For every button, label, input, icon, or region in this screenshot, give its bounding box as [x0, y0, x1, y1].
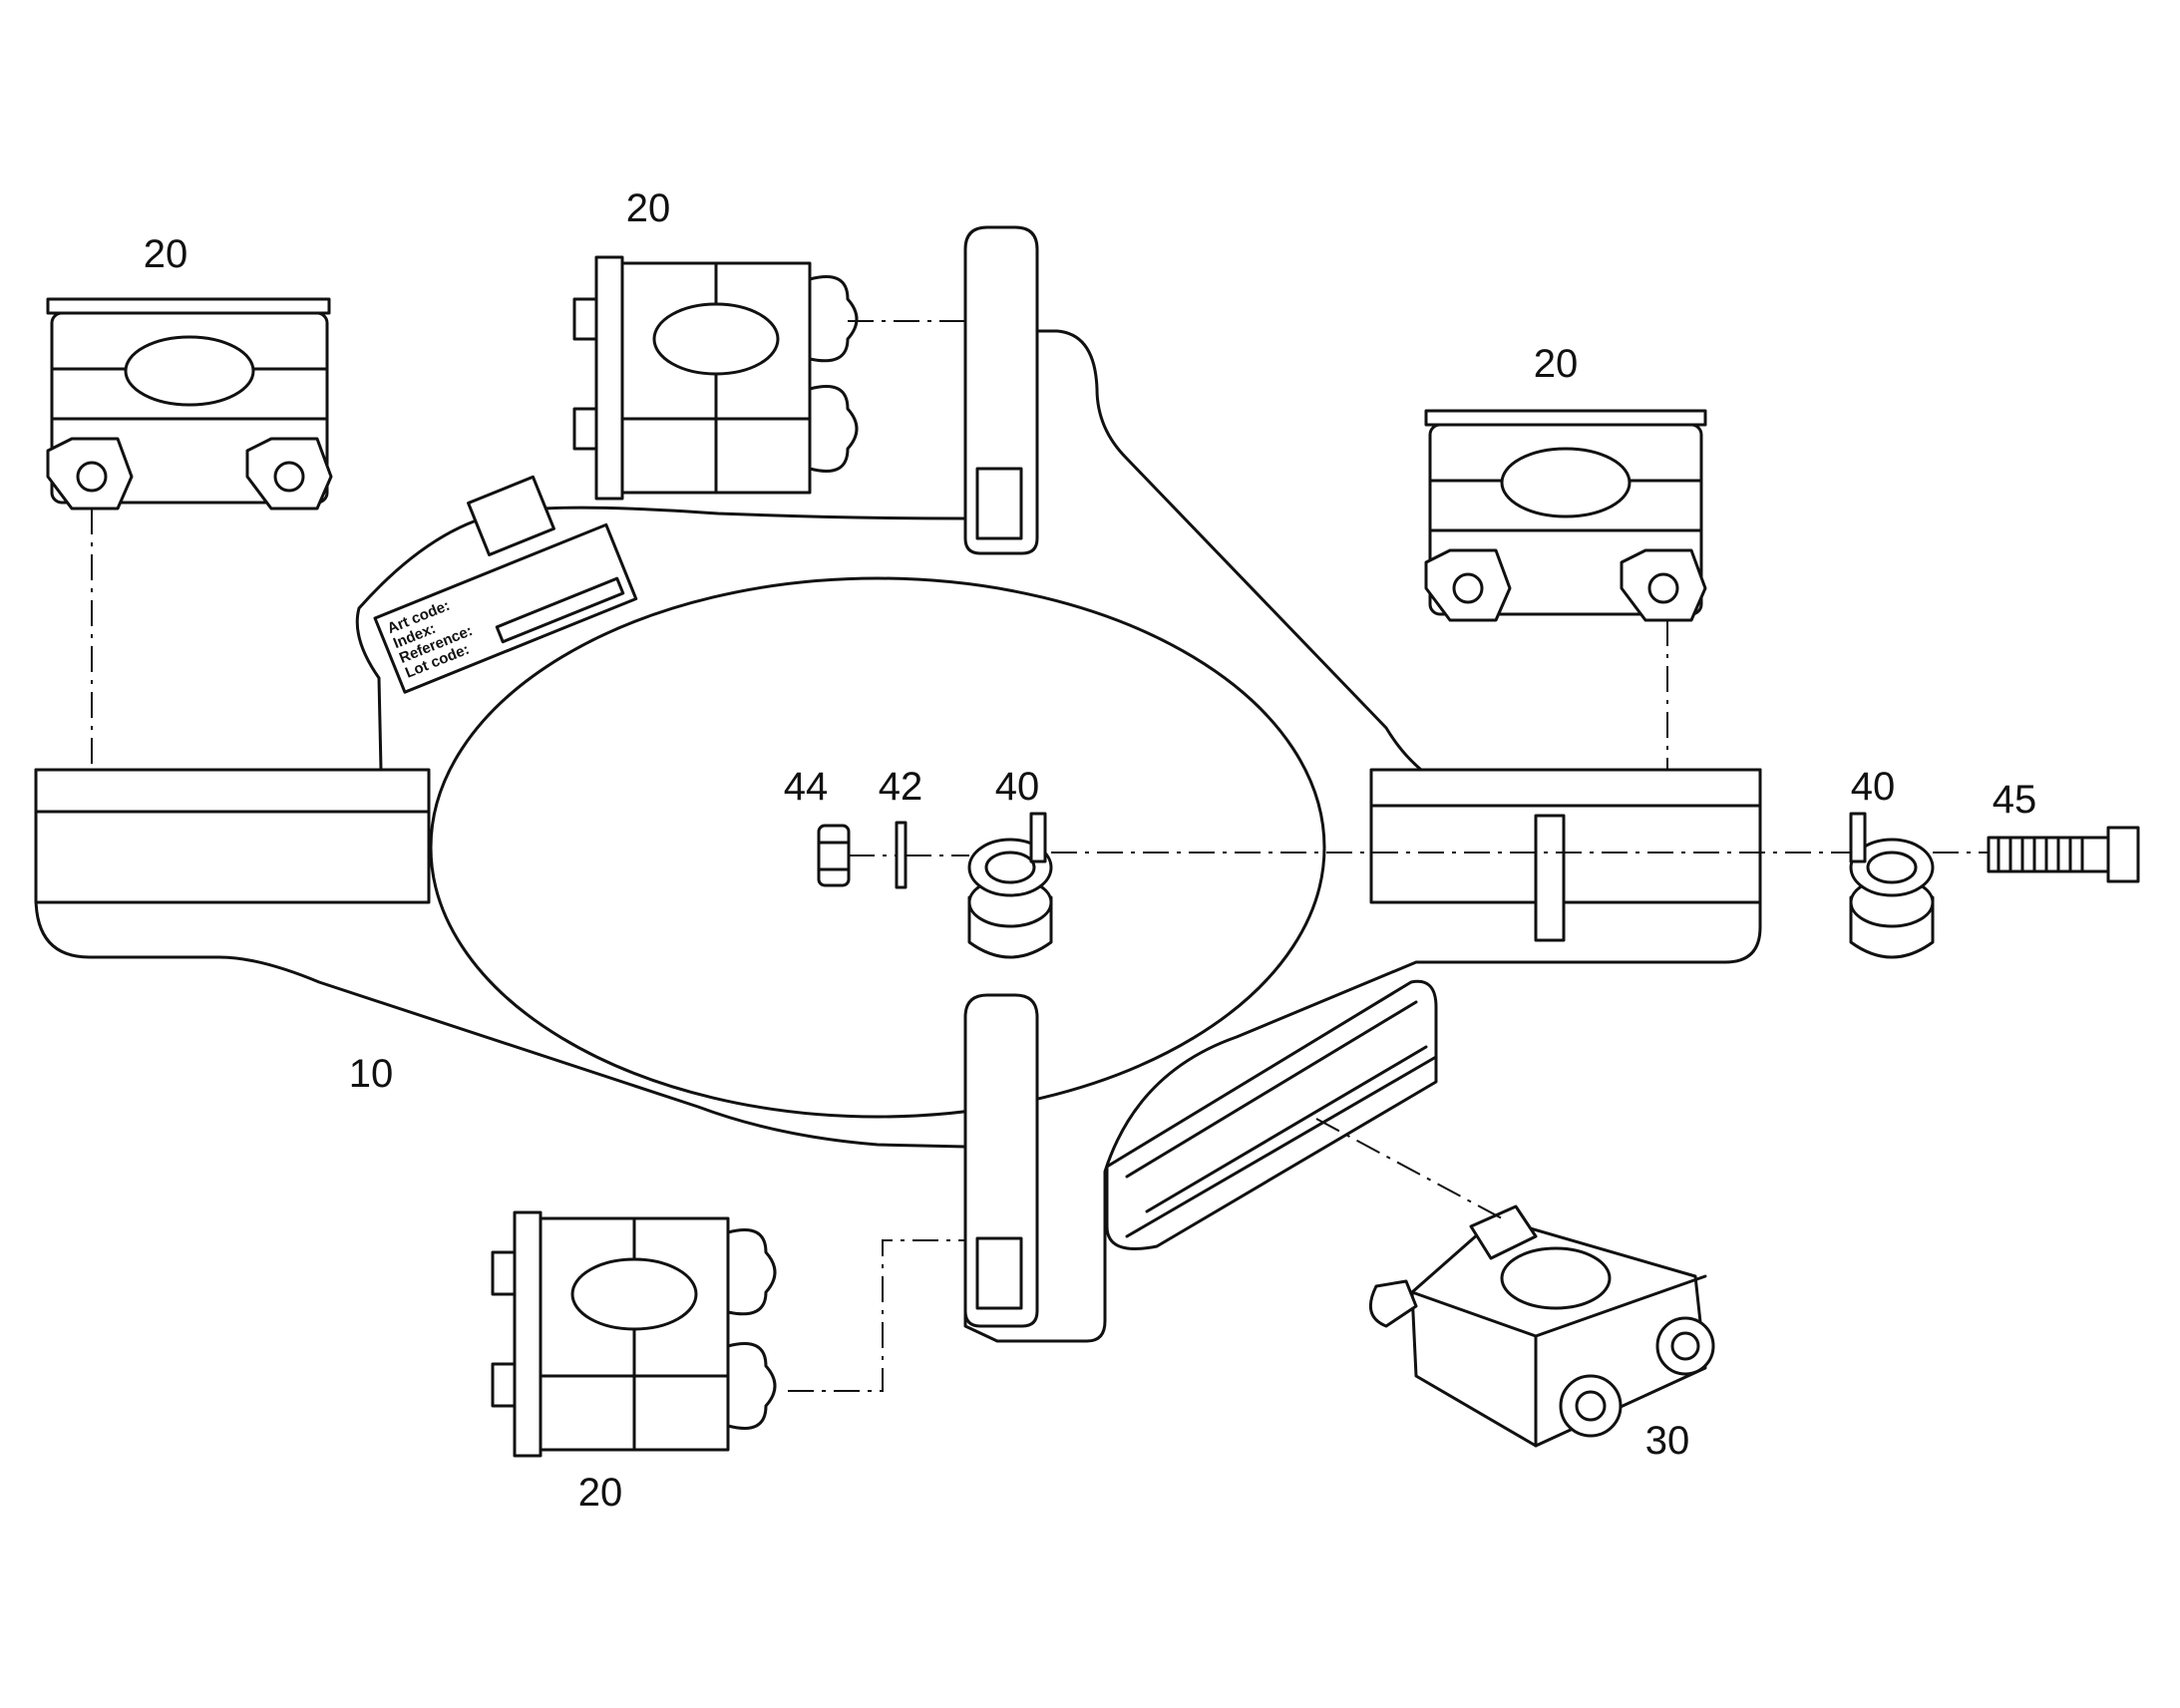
- clamp-bottom: [491, 1210, 777, 1458]
- clamp-top-right: [1424, 409, 1707, 622]
- callout-clamp-top-middle: 20: [626, 186, 671, 230]
- callout-screw: 45: [1993, 778, 2037, 822]
- assembly-lines: [91, 320, 1989, 1392]
- callout-clip-left: 40: [995, 765, 1040, 809]
- screw: [1987, 826, 2140, 883]
- nut: [817, 824, 851, 887]
- frame-right-slot: [1534, 814, 1566, 942]
- callout-clip-right: 40: [1851, 765, 1896, 809]
- clip-right: [1849, 812, 1935, 959]
- callout-clamp-top-left: 20: [144, 232, 188, 276]
- washer: [895, 821, 908, 889]
- callout-clamp-top-right: 20: [1534, 342, 1579, 386]
- callout-clamp-bottom: 20: [578, 1471, 623, 1515]
- callout-frame: 10: [349, 1052, 394, 1096]
- callout-nut: 44: [784, 765, 829, 809]
- callout-washer: 42: [879, 765, 923, 809]
- clip-left: [967, 812, 1053, 959]
- callouts: 20 20 20 44 42 40 40 45 10 20 30: [144, 186, 2037, 1515]
- frame-rail: [1105, 979, 1438, 1250]
- clamp-top-left: [46, 297, 333, 511]
- clamp-top-middle: [572, 255, 859, 501]
- callout-rail-clamp: 30: [1645, 1419, 1690, 1463]
- frame-left-arm: [34, 768, 431, 904]
- rail-clamp: [1368, 1204, 1715, 1448]
- frame-right-arm: [1369, 768, 1762, 904]
- frame-central-opening: [429, 576, 1326, 1119]
